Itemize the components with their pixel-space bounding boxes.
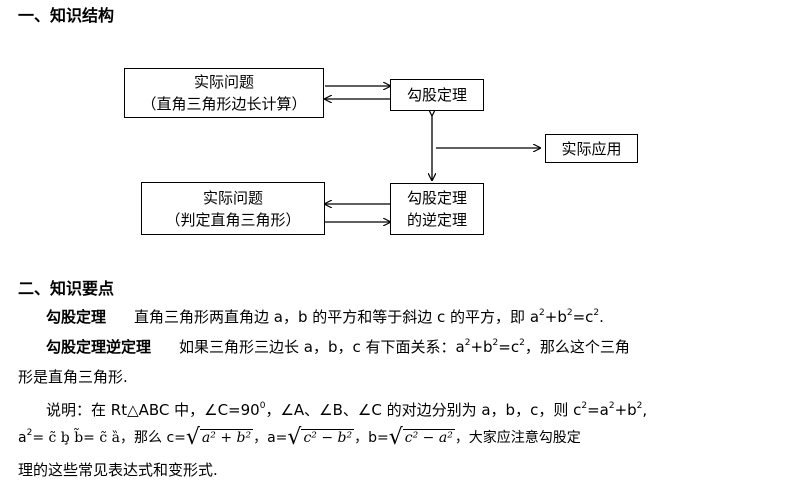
box-line: 实际应用 xyxy=(561,139,622,158)
text: 说明：在 Rt△ABC 中，∠C=90 xyxy=(46,401,260,419)
garbled-formula: = c̃ b̧ b̃= c̃ ȁ xyxy=(32,430,120,446)
box-practical-problem-judge: 实际问题 （判定直角三角形） xyxy=(141,182,325,235)
text: 如果三角形三边长 a，b，c 有下面关系：a xyxy=(179,338,465,356)
text: ，b= xyxy=(354,430,389,446)
box-line: 勾股定理 xyxy=(406,189,467,207)
sup: 2 xyxy=(492,338,499,348)
text: ，∠A、∠B、∠C 的对边分别为 a，b，c，则 c xyxy=(265,401,582,419)
sup: 2 xyxy=(593,308,600,318)
sup: 2 xyxy=(608,401,615,411)
box-line: 的逆定理 xyxy=(406,211,467,229)
text: +b xyxy=(544,308,567,326)
text: ，那么这个三角 xyxy=(524,338,630,356)
paragraph-note-line1: 说明：在 Rt△ABC 中，∠C=900，∠A、∠B、∠C 的对边分别为 a，b… xyxy=(18,398,647,422)
box-line: （判定直角三角形） xyxy=(165,210,301,229)
text: +b xyxy=(470,338,493,356)
paragraph-converse: 勾股定理逆定理如果三角形三边长 a，b，c 有下面关系：a2+b2=c2，那么这… xyxy=(18,335,630,359)
text: ，a= xyxy=(253,430,288,446)
sqrt-arg: c² − a² xyxy=(402,429,455,446)
text: =c xyxy=(498,338,520,356)
text: =a xyxy=(587,401,609,419)
text: ，大家应注意勾股定 xyxy=(454,430,581,446)
sup: 2 xyxy=(26,428,33,438)
sup: 2 xyxy=(566,308,573,318)
paragraph-converse-cont: 形是直角三角形. xyxy=(18,368,128,386)
sup: 2 xyxy=(636,401,643,411)
sup: 2 xyxy=(581,401,588,411)
box-line: 实际问题 xyxy=(193,73,254,91)
text: . xyxy=(599,308,604,326)
sqrt-arg: a² + b² xyxy=(199,429,254,446)
section-title-key-points: 二、知识要点 xyxy=(18,279,115,298)
sup: 0 xyxy=(259,401,266,411)
text: 直角三角形两直角边 a，b 的平方和等于斜边 c 的平方，即 a xyxy=(134,308,540,326)
text: , xyxy=(642,401,648,419)
text: ，那么 c= xyxy=(120,430,186,446)
box-pythagorean-theorem: 勾股定理 xyxy=(390,79,484,111)
text: =c xyxy=(572,308,594,326)
text: a xyxy=(18,430,27,446)
paragraph-note-line2: a2= c̃ b̧ b̃= c̃ ȁ，那么 c=√a² + b²，a=√c² −… xyxy=(18,426,581,450)
sqrt-expression: √c² − a² xyxy=(388,425,455,450)
term-pythagorean: 勾股定理 xyxy=(46,308,107,326)
box-line: 勾股定理 xyxy=(406,86,467,104)
box-line: 实际问题 xyxy=(202,188,263,207)
sqrt-arg: c² − b² xyxy=(301,429,355,446)
section-title-structure: 一、知识结构 xyxy=(18,6,115,25)
text: +b xyxy=(614,401,637,419)
paragraph-note-line3: 理的这些常见表达式和变形式. xyxy=(18,461,218,479)
box-converse-theorem: 勾股定理 的逆定理 xyxy=(390,183,484,235)
box-practical-application: 实际应用 xyxy=(545,134,638,163)
sup: 2 xyxy=(519,338,525,348)
box-line: （直角三角形边长计算） xyxy=(141,95,307,113)
sup: 2 xyxy=(464,338,471,348)
sup: 2 xyxy=(539,308,545,318)
box-practical-problem-calc: 实际问题 （直角三角形边长计算） xyxy=(124,68,324,118)
sqrt-expression: √c² − b² xyxy=(287,425,355,450)
sqrt-expression: √a² + b² xyxy=(185,425,254,450)
term-converse: 勾股定理逆定理 xyxy=(46,338,152,356)
paragraph-pythagorean: 勾股定理直角三角形两直角边 a，b 的平方和等于斜边 c 的平方，即 a2+b2… xyxy=(18,305,604,329)
